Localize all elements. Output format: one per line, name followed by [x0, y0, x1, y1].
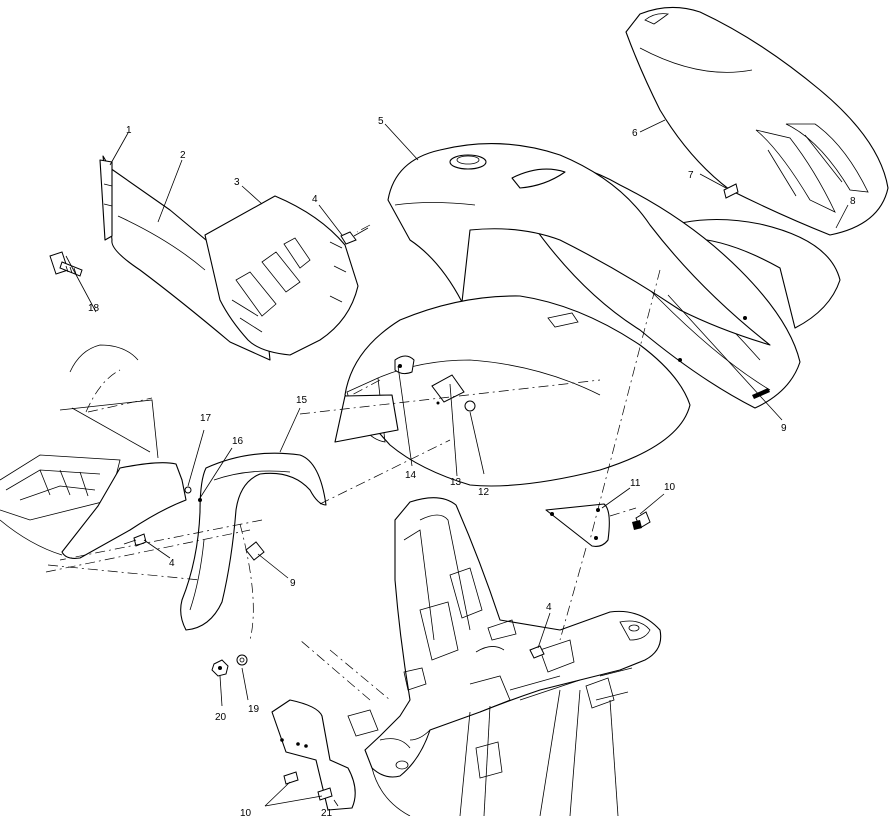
part-5-front-fender	[334, 143, 771, 487]
part-10-pushpin-right	[632, 511, 651, 530]
left-footrest	[0, 344, 187, 559]
callout-15: 15	[296, 395, 308, 406]
callout-14: 14	[405, 470, 417, 481]
part-15-fender-flare	[180, 452, 327, 631]
callout-9-left: 9	[290, 578, 296, 589]
callout-19: 19	[248, 704, 260, 715]
part-4-screw-top	[340, 227, 369, 245]
callout-4-top: 4	[312, 194, 318, 205]
callout-16: 16	[232, 436, 244, 447]
callouts: 1 2 3 4 5 6 7 8 9 10 11 12 13 14 15 16 1…	[88, 116, 856, 816]
part-1-2-side-panel	[99, 155, 359, 361]
callout-4-left: 4	[169, 558, 175, 569]
callout-2: 2	[180, 150, 186, 161]
part-7-clip	[723, 183, 739, 199]
callout-18: 18	[88, 303, 100, 314]
leader-lines	[65, 119, 849, 807]
callout-10-bottom: 10	[240, 808, 252, 816]
callout-1: 1	[126, 125, 132, 136]
assembly-lines	[45, 224, 661, 701]
callout-9-right: 9	[781, 423, 787, 434]
part-4-screw-left	[123, 533, 147, 547]
callout-12: 12	[478, 487, 490, 498]
callout-21: 21	[321, 808, 333, 816]
callout-20: 20	[215, 712, 227, 723]
part-4-screw-frame	[529, 645, 545, 659]
callout-8: 8	[850, 196, 856, 207]
part-18-bolt	[49, 251, 83, 277]
part-19-washer	[236, 654, 248, 666]
hardware	[49, 183, 739, 801]
callout-10-right: 10	[664, 482, 676, 493]
callout-6: 6	[632, 128, 638, 139]
part-11-bracket	[545, 503, 610, 547]
callout-13: 13	[450, 477, 462, 488]
callout-4-frame: 4	[546, 602, 552, 613]
callout-5: 5	[378, 116, 384, 127]
callout-17: 17	[200, 413, 212, 424]
part-21-panel	[271, 699, 356, 811]
part-17-16-fasteners	[184, 486, 202, 502]
callout-3: 3	[234, 177, 240, 188]
part-10-pushpins-bottom	[283, 771, 333, 801]
part-20-nut	[211, 659, 229, 677]
callout-7: 7	[688, 170, 694, 181]
frame	[347, 497, 662, 816]
callout-11: 11	[630, 478, 641, 489]
part-6-rear-cover	[625, 6, 889, 236]
